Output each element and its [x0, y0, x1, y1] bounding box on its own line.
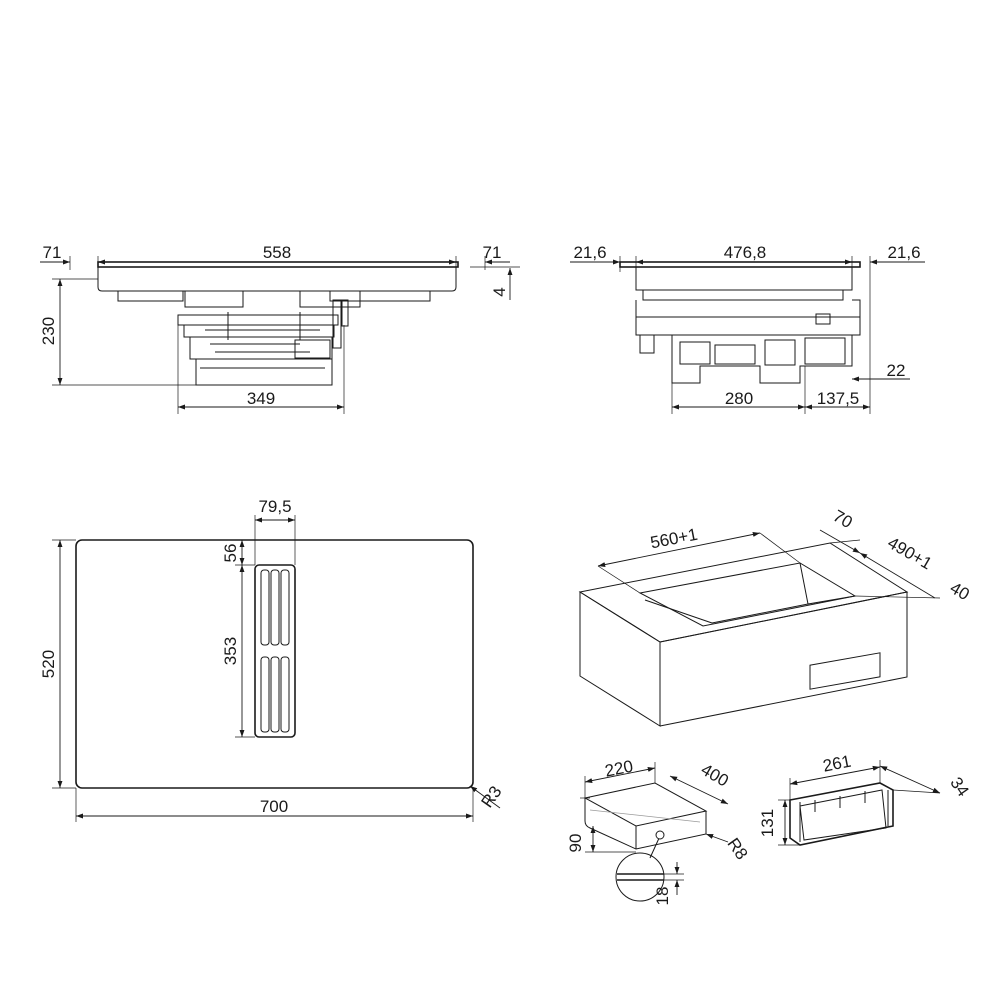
dim-vent-width: 79,5 — [258, 497, 291, 516]
dim-rear-offset: 137,5 — [817, 389, 860, 408]
dim-glass-thickness: 4 — [490, 287, 509, 296]
extractor-motor — [177, 299, 349, 386]
dim-side-step: 22 — [887, 361, 906, 380]
dim-front-width: 558 — [263, 243, 291, 262]
flat-duct: 220 400 90 R8 18 — [566, 757, 752, 906]
hob-glass-side — [619, 261, 861, 268]
dim-side-depth: 476,8 — [724, 243, 767, 262]
dim-duct-radius: R8 — [723, 834, 751, 863]
dim-side-right-offset: 21,6 — [887, 243, 920, 262]
front-view: 558 71 71 4 230 349 — [39, 243, 520, 414]
side-view: 476,8 21,6 21,6 22 280 137,5 — [570, 243, 925, 414]
dim-motor-width: 349 — [247, 389, 275, 408]
dim-seal-thickness: 18 — [653, 887, 672, 906]
dim-adapter-width: 261 — [821, 752, 852, 776]
dim-side-left-offset: 21,6 — [573, 243, 606, 262]
dim-vent-length: 353 — [221, 637, 240, 665]
dim-cutout-width: 560+1 — [649, 525, 699, 553]
dim-vent-offset: 56 — [221, 544, 240, 563]
dim-cutout-depth: 490+1 — [884, 533, 935, 573]
dim-cutout-rear-margin: 40 — [947, 578, 973, 604]
duct-adapter: 261 34 131 — [758, 652, 973, 846]
worktop-cutout: 560+1 70 490+1 40 — [578, 506, 973, 727]
dim-top-depth: 520 — [39, 650, 58, 678]
hob-glass — [97, 261, 459, 268]
extraction-vent — [254, 564, 296, 738]
top-view: 79,5 56 353 520 700 R3 — [39, 497, 506, 822]
dim-corner-radius: R3 — [477, 782, 505, 811]
extractor-motor-side — [671, 335, 853, 384]
dim-duct-length: 400 — [698, 760, 732, 791]
dim-top-width: 700 — [260, 797, 288, 816]
dim-duct-width: 220 — [603, 757, 634, 781]
cutout-opening — [638, 562, 857, 627]
seal-detail-circle — [615, 852, 665, 902]
dim-front-left-offset: 71 — [43, 243, 62, 262]
hob-body — [97, 267, 457, 292]
dim-adapter-depth: 34 — [946, 774, 972, 800]
hob-top-outline — [75, 539, 474, 789]
dim-adapter-height: 131 — [758, 809, 777, 837]
dim-front-right-offset: 71 — [483, 243, 502, 262]
dim-cutout-front-margin: 70 — [830, 506, 856, 532]
dim-front-height: 230 — [39, 317, 58, 345]
dim-motor-depth: 280 — [725, 389, 753, 408]
dim-duct-height: 90 — [566, 834, 585, 853]
